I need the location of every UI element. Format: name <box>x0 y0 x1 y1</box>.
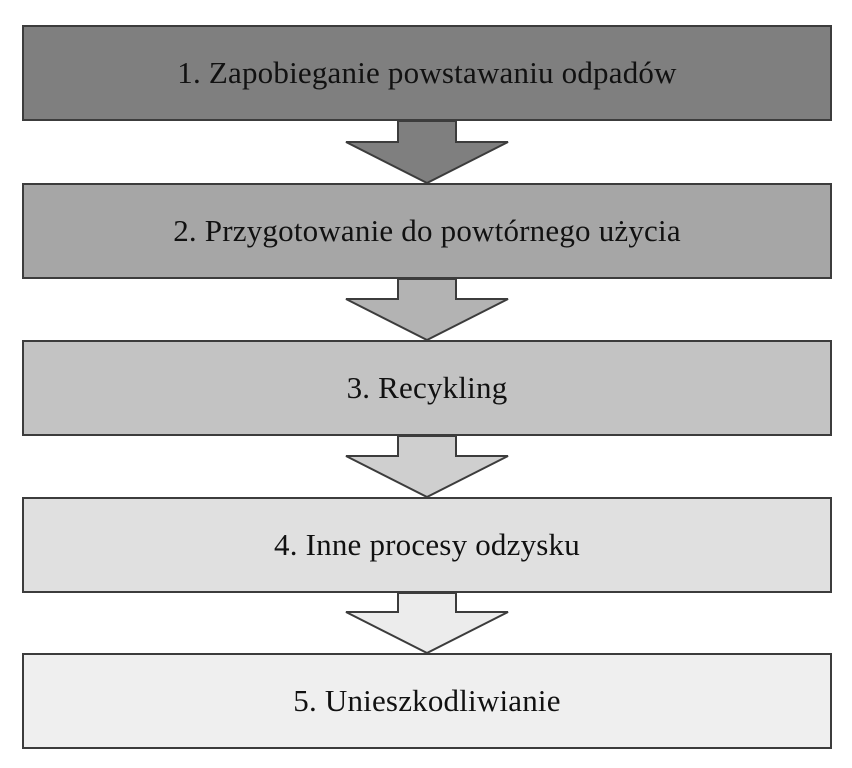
step-label-5: 5. Unieszkodliwianie <box>293 683 561 718</box>
step-box-5: 5. Unieszkodliwianie <box>22 653 832 749</box>
step-box-3: 3. Recykling <box>22 340 832 436</box>
step-label-4: 4. Inne procesy odzysku <box>274 527 580 562</box>
step-label-2: 2. Przygotowanie do powtórnego użycia <box>173 213 681 248</box>
step-label-1: 1. Zapobieganie powstawaniu odpadów <box>177 55 677 90</box>
arrow-down-3 <box>345 435 509 499</box>
step-box-2: 2. Przygotowanie do powtórnego użycia <box>22 183 832 279</box>
step-box-4: 4. Inne procesy odzysku <box>22 497 832 593</box>
arrow-down-4 <box>345 592 509 655</box>
arrow-down-2 <box>345 278 509 342</box>
step-box-1: 1. Zapobieganie powstawaniu odpadów <box>22 25 832 121</box>
arrow-down-1 <box>345 120 509 185</box>
step-label-3: 3. Recykling <box>346 370 508 405</box>
